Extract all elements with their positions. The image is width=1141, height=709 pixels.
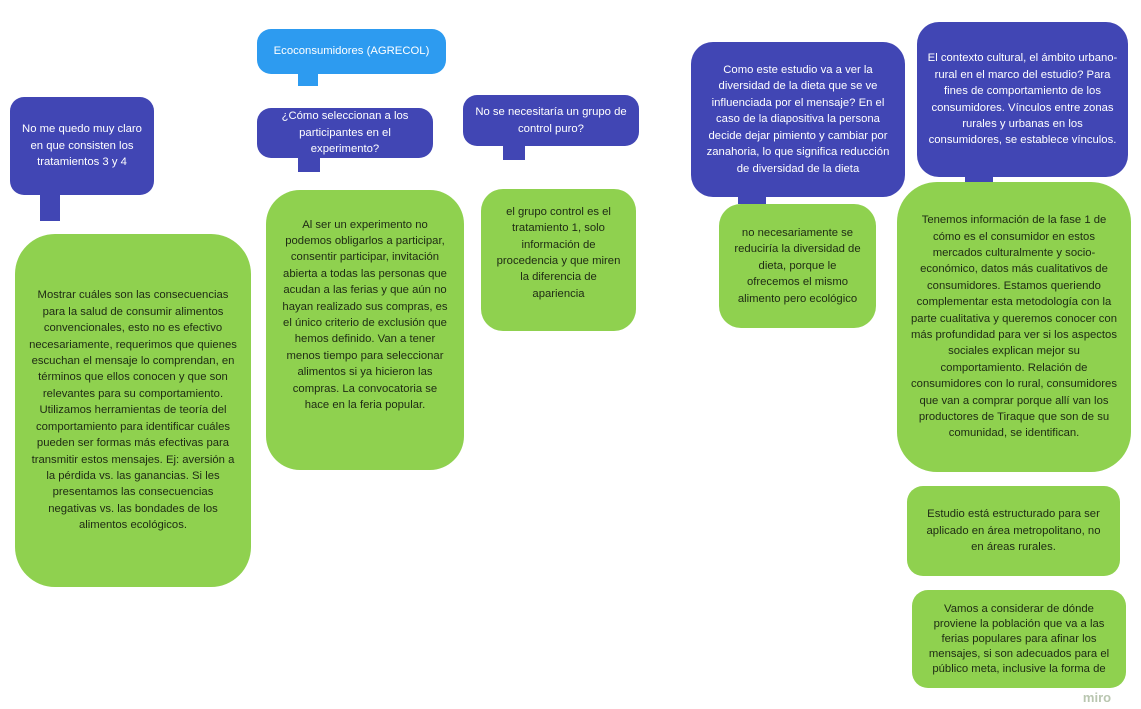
question-text: El contexto cultural, el ámbito urbano-r… (927, 52, 1118, 147)
answer-text: Vamos a considerar de dónde proviene la … (928, 602, 1110, 675)
answer-text: Al ser un experimento no podemos obligar… (282, 218, 448, 412)
bubble-tail (298, 73, 318, 86)
answer-card-population[interactable]: Vamos a considerar de dónde proviene la … (912, 590, 1126, 688)
question-bubble-cultural-context[interactable]: El contexto cultural, el ámbito urbano-r… (917, 22, 1128, 177)
question-bubble-selection[interactable]: ¿Cómo seleccionan a los participantes en… (257, 108, 433, 158)
question-text: Como este estudio va a ver la diversidad… (706, 64, 890, 175)
answer-card-metropolitan[interactable]: Estudio está estructurado para ser aplic… (907, 486, 1120, 576)
question-bubble-diet-diversity[interactable]: Como este estudio va a ver la diversidad… (691, 42, 905, 197)
bubble-tail (965, 176, 993, 182)
header-text: Ecoconsumidores (AGRECOL) (273, 45, 430, 58)
answer-text: Estudio está estructurado para ser aplic… (926, 508, 1101, 554)
answer-card-cultural-context[interactable]: Tenemos información de la fase 1 de cómo… (897, 182, 1131, 472)
miro-watermark: miro (1082, 690, 1112, 705)
question-text: No se necesitaría un grupo de control pu… (475, 106, 627, 135)
answer-text: no necesariamente se reduciría la divers… (734, 226, 861, 305)
question-bubble-control-group[interactable]: No se necesitaría un grupo de control pu… (463, 95, 639, 146)
answer-card-selection[interactable]: Al ser un experimento no podemos obligar… (266, 190, 464, 470)
answer-card-treatments[interactable]: Mostrar cuáles son las consecuencias par… (15, 234, 251, 587)
answer-card-control-group[interactable]: el grupo control es el tratamiento 1, so… (481, 189, 636, 331)
bubble-tail (738, 196, 766, 204)
header-bubble-ecoconsumidores[interactable]: Ecoconsumidores (AGRECOL) (257, 29, 446, 74)
bubble-tail (503, 145, 525, 160)
question-text: ¿Cómo seleccionan a los participantes en… (281, 110, 409, 156)
question-text: No me quedo muy claro en que consisten l… (22, 123, 142, 169)
bubble-tail (40, 194, 60, 221)
answer-card-diet-diversity[interactable]: no necesariamente se reduciría la divers… (719, 204, 876, 328)
question-bubble-treatments[interactable]: No me quedo muy claro en que consisten l… (10, 97, 154, 195)
bubble-tail (298, 157, 320, 172)
answer-text: Tenemos información de la fase 1 de cómo… (911, 214, 1117, 440)
answer-text: el grupo control es el tratamiento 1, so… (496, 205, 621, 300)
answer-text: Mostrar cuáles son las consecuencias par… (29, 289, 237, 532)
